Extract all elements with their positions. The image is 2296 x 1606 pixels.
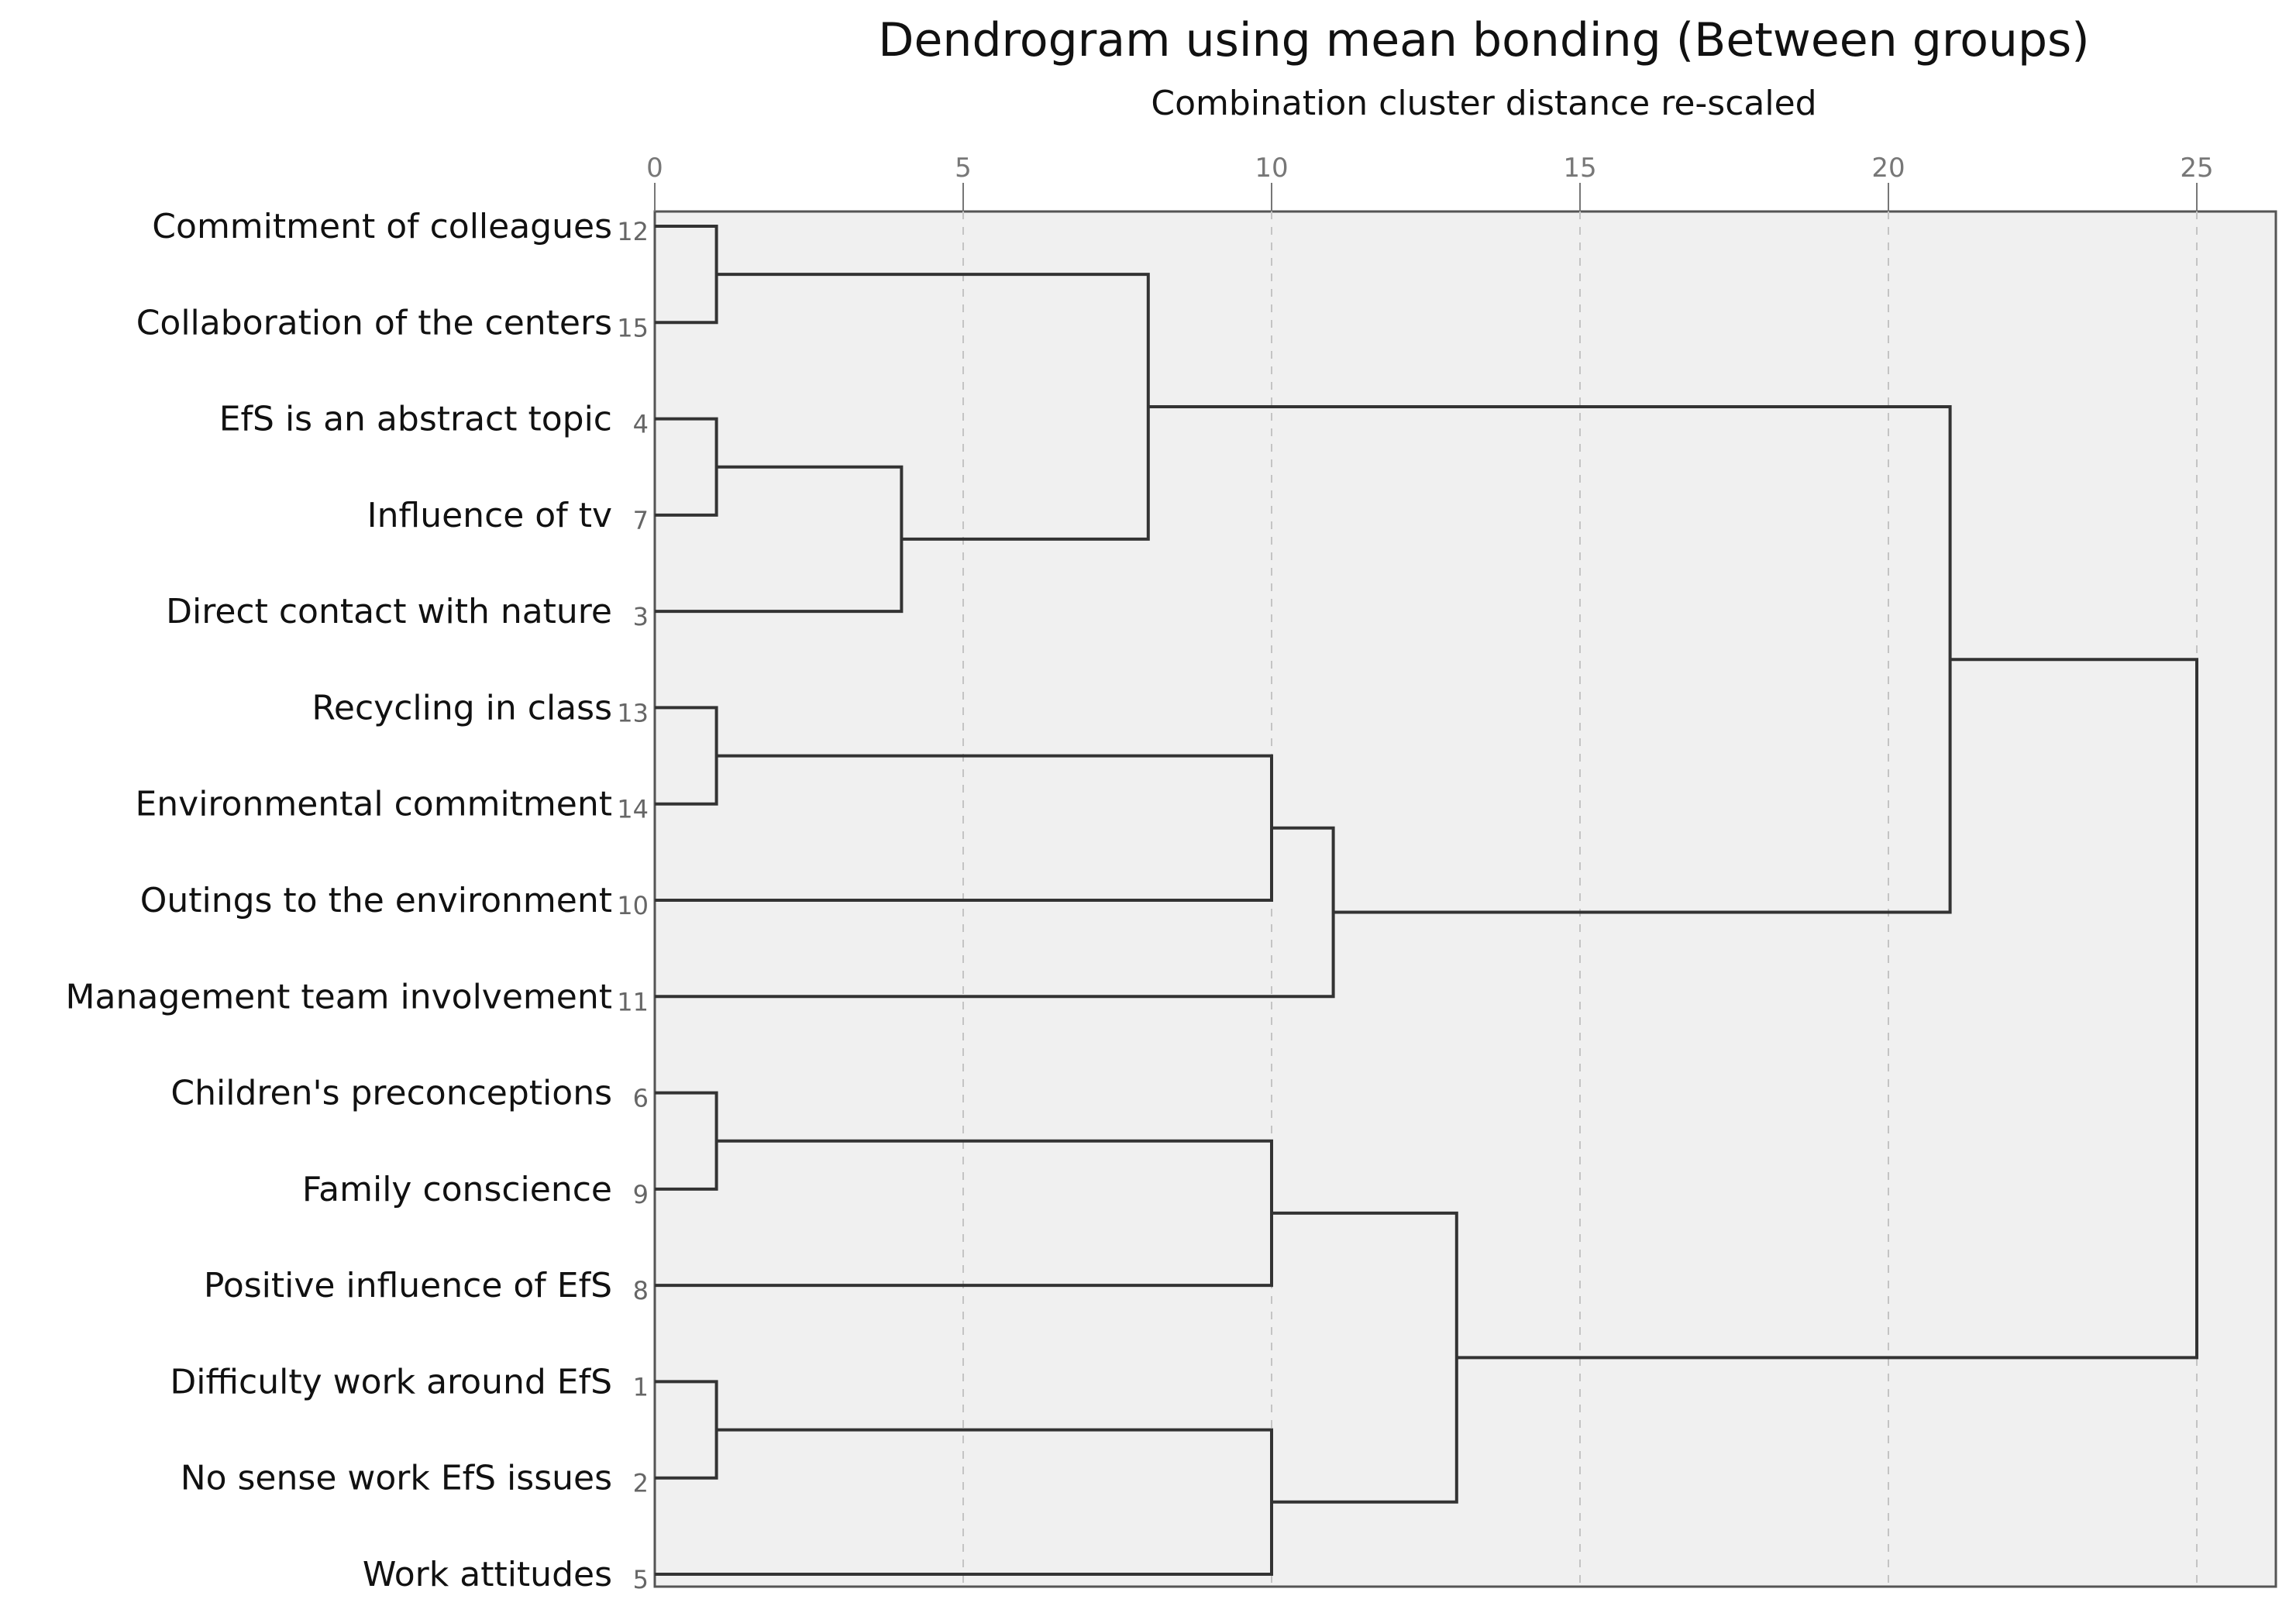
leaf-label: Family conscience [302,1170,612,1209]
leaf-number: 8 [633,1276,649,1305]
chart-subtitle: Combination cluster distance re-scaled [1151,84,1816,123]
leaf-label: Children's preconceptions [170,1074,612,1113]
leaf-number: 9 [633,1180,649,1209]
tick-label-10: 10 [1255,153,1288,184]
leaf-label: Work attitudes [363,1555,612,1594]
tick-label-0: 0 [646,153,663,184]
leaf-number: 6 [633,1084,649,1113]
leaf-label: EfS is an abstract topic [219,400,612,439]
cluster-link [1456,658,2198,1360]
tick-label-20: 20 [1871,153,1905,184]
leaf-label: Recycling in class [312,688,612,727]
leaf-number: 15 [617,313,649,342]
leaf-label: Positive influence of EfS [204,1266,612,1305]
leaf-label: Difficulty work around EfS [170,1362,612,1401]
leaf-label: Commitment of colleagues [152,207,612,246]
leaf-number: 13 [617,698,649,727]
leaf-label: Collaboration of the centers [136,303,612,342]
tick-label-5: 5 [955,153,972,184]
leaf-number: 10 [617,891,649,920]
leaf-label: Direct contact with nature [166,592,612,631]
leaf-number: 12 [617,217,649,246]
leaf-label: No sense work EfS issues [181,1459,612,1498]
chart-title: Dendrogram using mean bonding (Between g… [878,13,2089,67]
leaf-number: 2 [633,1469,649,1498]
leaf-number: 11 [617,987,649,1016]
tick-label-15: 15 [1563,153,1596,184]
leaf-number: 4 [633,410,649,439]
leaf-label: Outings to the environment [140,881,612,920]
leaf-number: 5 [633,1565,649,1594]
leaf-label: Influence of tv [367,496,612,535]
leaf-number: 14 [617,795,649,824]
leaf-label: Management team involvement [66,977,612,1016]
leaf-number: 1 [633,1372,649,1401]
tick-label-25: 25 [2180,153,2213,184]
leaf-label: Environmental commitment [135,785,612,824]
leaf-number: 3 [633,602,649,631]
leaf-number: 7 [633,506,649,535]
